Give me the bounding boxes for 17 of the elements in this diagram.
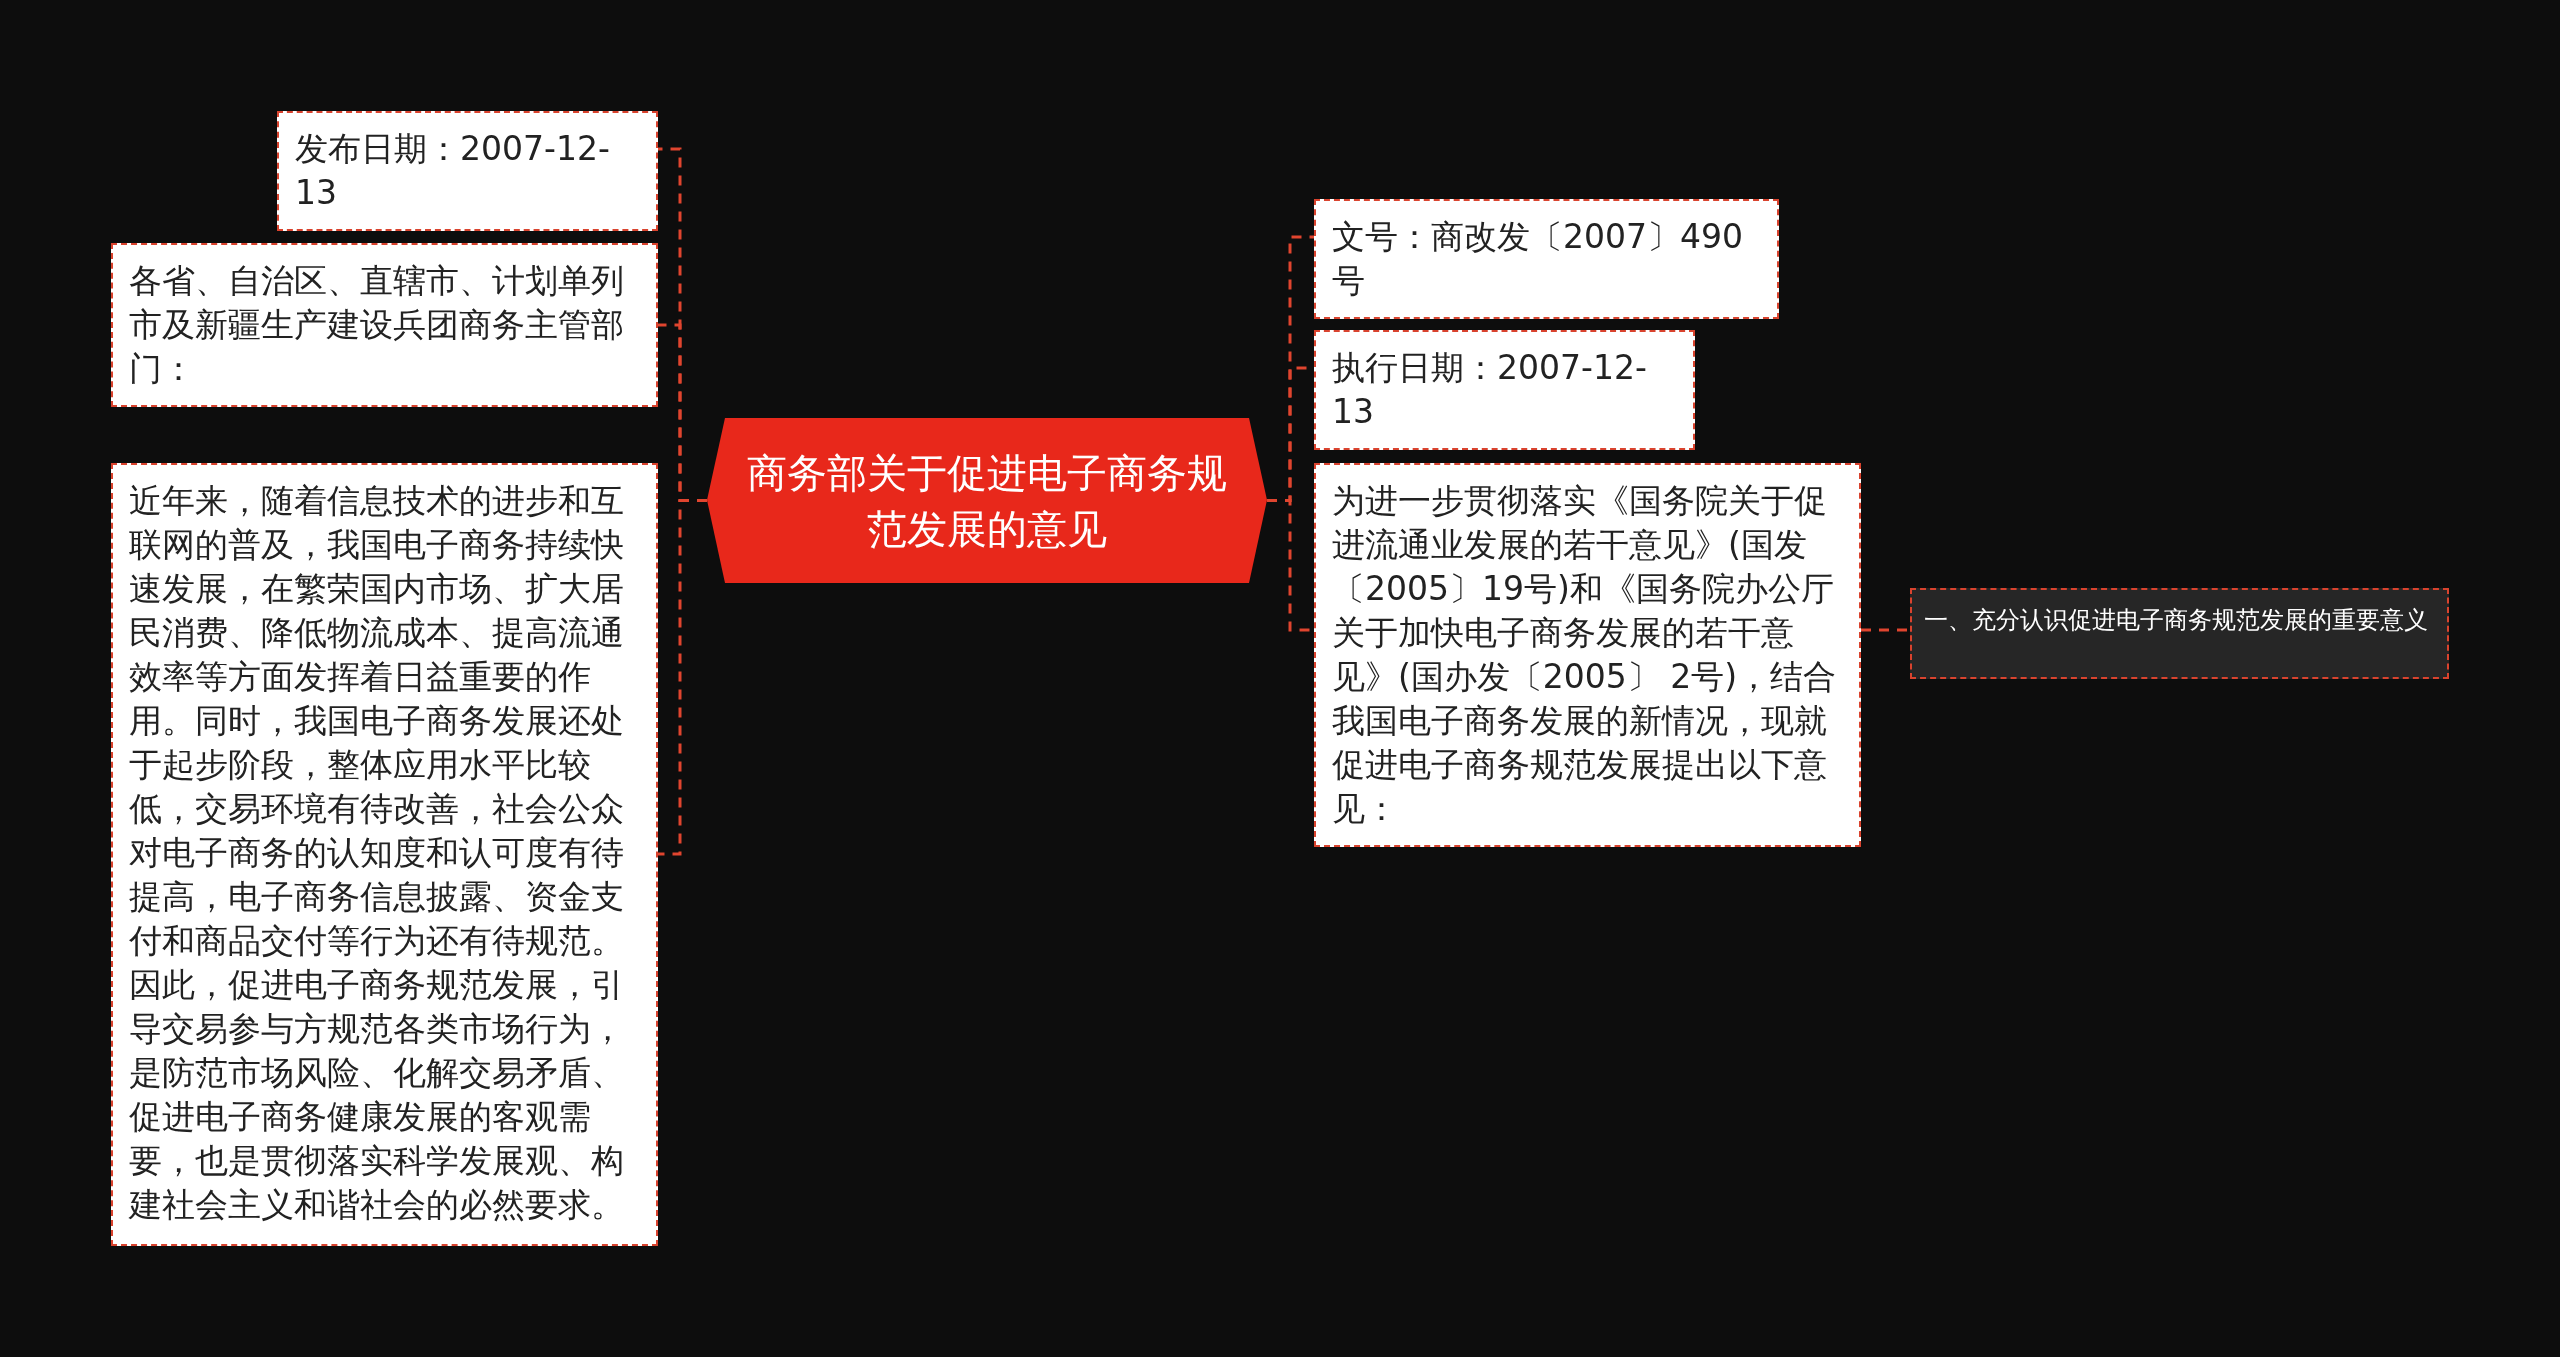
note-box	[111, 243, 658, 407]
note-text: 一、充分认识促进电子商务规范发展的重要意义	[1924, 606, 2428, 634]
note-box	[1314, 463, 1861, 847]
note-box	[1314, 199, 1779, 319]
topic-hexagon	[707, 418, 1267, 583]
connector-line	[1861, 628, 1910, 632]
connector-line	[658, 499, 707, 856]
topic-title: 商务部关于促进电子商务规范发展的意见	[747, 448, 1227, 554]
note-text: 为进一步贯彻落实《国务院关于促进流通业发展的若干意见》(国发〔2005〕19号)和《国务院办公厅关于加快电子商务发展的若干意见》(国办发〔2005〕 2号)，结合我国电子商务发展的新情况，现就促进电子商务规范发展提出以下意见：	[1332, 481, 1837, 828]
subtopic-box	[1910, 588, 2449, 679]
note-box	[277, 111, 658, 231]
note-text: 文号：商改发〔2007〕490号	[1332, 217, 1743, 300]
note-box	[1314, 330, 1695, 450]
note-text: 发布日期：2007-12-13	[295, 129, 610, 212]
note-text: 执行日期：2007-12-13	[1332, 348, 1647, 431]
note-text: 近年来，随着信息技术的进步和互联网的普及，我国电子商务持续快速发展，在繁荣国内市场、扩大居民消费、降低物流成本、提高流通效率等方面发挥着日益重要的作用。同时，我国电子商务发展还处于起步阶段，整体应用水平比较低，交易环境有待改善，社会公众对电子商务的认知度和认可度有待提高，电子商务信息披露、资金支付和商品交付等行为还有待规范。因此，促进电子商务规范发展，引导交易参与方规范各类市场行为，是防范市场风险、化解交易矛盾、促进电子商务健康发展的客观需要，也是贯彻落实科学发展观、构建社会主义和谐社会的必然要求。	[129, 481, 624, 1224]
note-text: 各省、自治区、直辖市、计划单列市及新疆生产建设兵团商务主管部门：	[129, 261, 624, 388]
